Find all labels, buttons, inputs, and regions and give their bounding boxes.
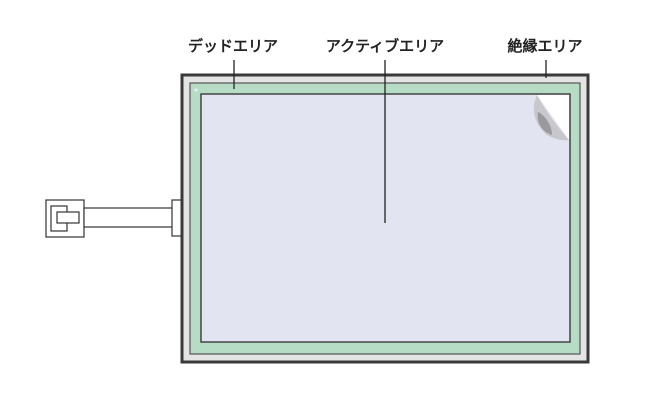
flex-cable <box>83 207 174 228</box>
label-dead-area: デッドエリア <box>188 37 278 55</box>
peel-corner-icon <box>533 95 569 141</box>
connector <box>45 199 183 238</box>
label-insulation-area: 絶縁エリア <box>507 37 582 55</box>
dot <box>194 88 198 92</box>
label-active-area: アクティブエリア <box>326 37 444 55</box>
